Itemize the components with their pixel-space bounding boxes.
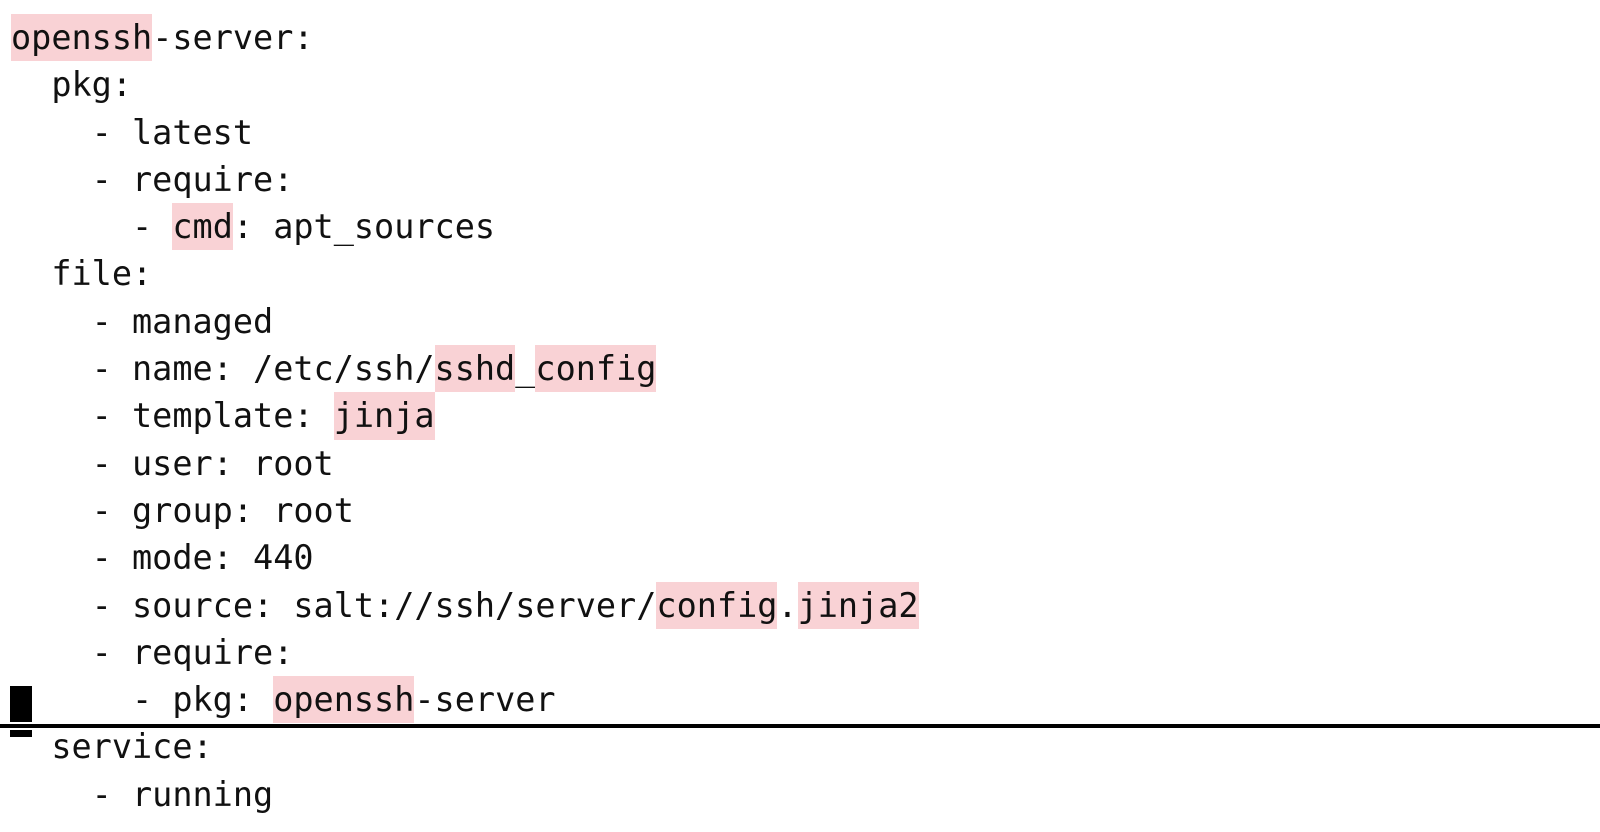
code-line[interactable]: - require: [11, 629, 1600, 676]
code-text: - require: [11, 632, 294, 672]
code-text: - running [11, 774, 274, 814]
code-line[interactable]: - source: salt://ssh/server/config.jinja… [11, 581, 1600, 629]
code-text: - managed [11, 301, 274, 341]
spellcheck-highlight: sshd [434, 345, 516, 393]
code-text: . [777, 585, 798, 625]
code-line[interactable]: - name: /etc/ssh/sshd_config [11, 345, 1600, 393]
code-line[interactable]: - managed [11, 298, 1600, 345]
text-cursor [10, 686, 32, 722]
code-text: - pkg: [11, 680, 274, 720]
code-text: - name: /etc/ssh/ [11, 349, 435, 389]
spellcheck-highlight: config [535, 345, 657, 393]
code-line[interactable]: - latest [11, 109, 1600, 156]
spellcheck-highlight: config [656, 581, 778, 629]
current-line-rule [0, 724, 1600, 728]
spellcheck-highlight: openssh [273, 676, 415, 724]
code-text: : apt_sources [232, 207, 496, 247]
code-line[interactable]: - user: root [11, 440, 1600, 487]
code-text: - require: [11, 159, 294, 199]
spellcheck-highlight: jinja [333, 392, 435, 440]
code-line[interactable]: - mode: 440 [11, 534, 1600, 581]
code-text: service: [11, 727, 213, 767]
spellcheck-highlight: jinja2 [797, 581, 919, 629]
code-line[interactable]: - require: [11, 156, 1600, 203]
text-cursor-tail [10, 730, 32, 737]
code-line[interactable]: openssh-server: [11, 14, 1600, 62]
code-text: - user: root [11, 443, 334, 483]
spellcheck-highlight: openssh [11, 14, 153, 62]
spellcheck-highlight: cmd [172, 203, 233, 251]
code-text: file: [11, 254, 153, 294]
code-text: - group: root [11, 490, 354, 530]
code-text: - source: salt://ssh/server/ [11, 585, 657, 625]
code-text: -server [414, 680, 556, 720]
code-line[interactable]: - cmd: apt_sources [11, 203, 1600, 251]
code-text: - latest [11, 112, 254, 152]
code-line[interactable]: - pkg: openssh-server [11, 676, 1600, 724]
code-text: pkg: [11, 65, 133, 105]
code-text: - mode: 440 [11, 538, 314, 578]
code-text: - template: [11, 396, 334, 436]
code-line[interactable]: file: [11, 250, 1600, 297]
code-line[interactable]: - group: root [11, 487, 1600, 534]
code-line[interactable]: - running [11, 771, 1600, 818]
code-text: -server: [152, 18, 314, 57]
code-text: _ [515, 349, 536, 389]
code-line[interactable]: service: [11, 723, 1600, 770]
code-text: - [11, 207, 173, 247]
code-line[interactable]: - template: jinja [11, 392, 1600, 440]
code-line[interactable]: pkg: [11, 61, 1600, 108]
